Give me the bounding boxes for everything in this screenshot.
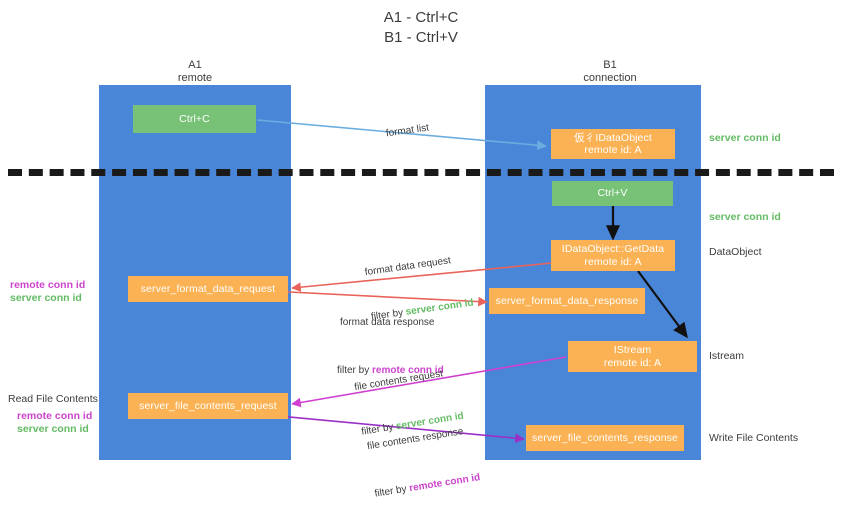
left-label-conn-ids-bottom: remote conn id server conn id [17, 410, 92, 436]
right-label-server-conn-id-top: server conn id [709, 132, 781, 144]
right-label-dataobject: DataObject [709, 246, 762, 258]
edge-label-format-data-response-line1: format data response [340, 317, 435, 328]
edge-label-file-contents-response-line2: filter by remote conn id [373, 472, 482, 500]
box-getdata-line2: remote id: A [584, 255, 642, 268]
edge-label-file-contents-response: file contents response filter by remote … [361, 393, 486, 531]
box-server-format-data-request-label: server_format_data_request [140, 282, 276, 295]
left-label-conn-ids-mid: remote conn id server conn id [10, 279, 85, 305]
left-label-server-conn-id-mid: server conn id [10, 292, 82, 304]
diagram-canvas: A1 - Ctrl+C B1 - Ctrl+V A1 remote B1 con… [8, 9, 834, 500]
edge-label-file-contents-request-line1: file contents request [353, 368, 444, 394]
box-server-file-contents-response[interactable]: server_file_contents_response [526, 425, 684, 451]
box-dataobject-remote[interactable]: 仮⼻IDataObject remote id: A [551, 129, 675, 159]
left-label-remote-conn-id-mid: remote conn id [10, 279, 86, 291]
box-server-file-contents-request-label: server_file_contents_request [139, 399, 277, 412]
right-label-write-file-contents: Write File Contents [709, 432, 799, 444]
box-istream[interactable]: IStream remote id: A [568, 341, 697, 372]
box-ctrl-v[interactable]: Ctrl+V [552, 181, 673, 206]
box-istream-line1: IStream [613, 344, 652, 356]
box-istream-line2: remote id: A [603, 356, 662, 369]
column-header-a1-name: A1 [188, 59, 202, 71]
box-getdata[interactable]: IDataObject::GetData remote id: A [551, 240, 675, 271]
edge-label-format-list-text: format list [385, 122, 430, 140]
column-header-a1-sub: remote [177, 72, 213, 84]
edge-label-file-contents-response-line1: file contents response [366, 426, 465, 453]
column-header-b1-sub: connection [583, 72, 637, 84]
right-label-istream: Istream [709, 350, 745, 362]
left-label-read-file-contents: Read File Contents [8, 393, 98, 405]
box-server-format-data-response-label: server_format_data_response [495, 294, 639, 307]
right-label-server-conn-id-mid: server conn id [709, 211, 781, 223]
box-dataobject-remote-line1: 仮⼻IDataObject [574, 131, 652, 144]
page-title: A1 - Ctrl+C B1 - Ctrl+V [383, 9, 459, 46]
box-server-format-data-request[interactable]: server_format_data_request [128, 276, 288, 302]
edge-label-format-data-response-line2: filter by remote conn id [337, 365, 444, 376]
filter-value-remote-conn-id-2: remote conn id [408, 472, 482, 495]
edge-label-format-data-response: format data response filter by remote co… [337, 285, 444, 408]
edge-label-format-list: format list [372, 106, 432, 158]
left-label-remote-conn-id-bottom: remote conn id [17, 410, 93, 422]
box-ctrl-v-label: Ctrl+V [597, 187, 628, 200]
box-ctrl-c[interactable]: Ctrl+C [133, 105, 256, 133]
edge-label-format-data-request-line1: format data request [364, 255, 452, 279]
box-server-file-contents-request[interactable]: server_file_contents_request [128, 393, 288, 419]
left-label-server-conn-id-bottom: server conn id [17, 423, 89, 435]
box-server-file-contents-response-label: server_file_contents_response [532, 431, 678, 444]
box-ctrl-c-label: Ctrl+C [179, 112, 210, 125]
box-dataobject-remote-line2: remote id: A [584, 144, 642, 156]
column-header-b1-name: B1 [603, 59, 617, 71]
filter-value-remote-conn-id: remote conn id [372, 365, 444, 376]
section-divider [8, 169, 834, 176]
column-header-b1: B1 connection [545, 59, 675, 85]
box-server-format-data-response[interactable]: server_format_data_response [489, 288, 645, 314]
column-header-a1: A1 remote [130, 59, 260, 85]
box-getdata-line1: IDataObject::GetData [561, 243, 665, 255]
